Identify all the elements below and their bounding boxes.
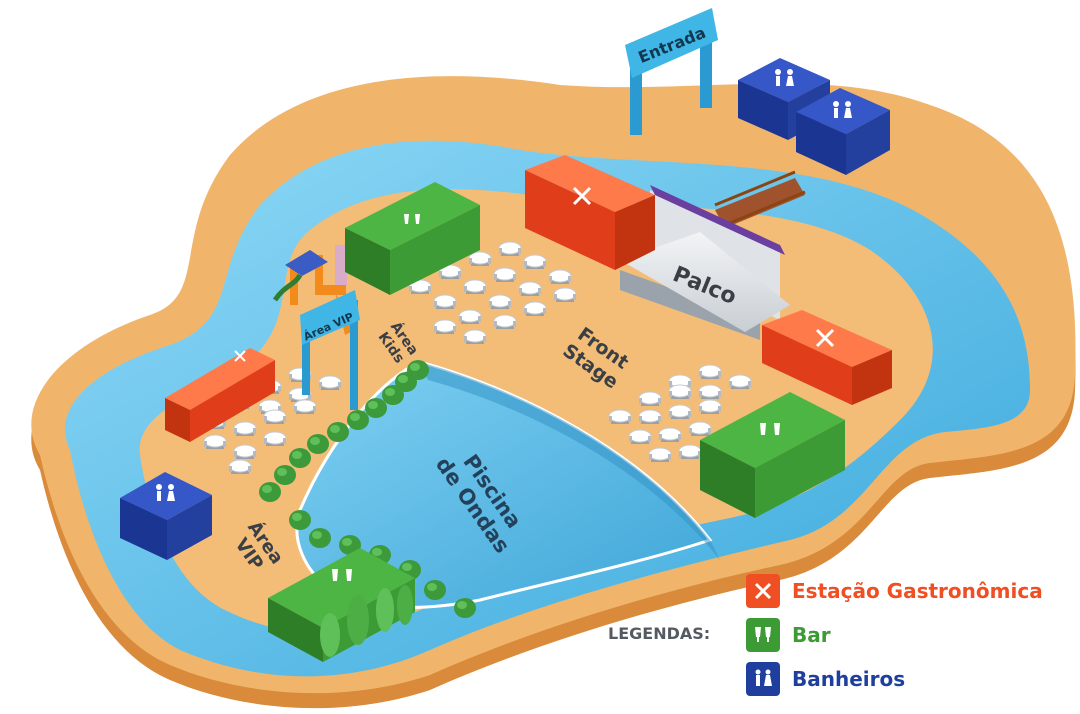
legend-item-bar: Bar — [746, 618, 831, 652]
restroom-top-2 — [796, 88, 890, 175]
fork-knife-icon — [234, 350, 246, 362]
toast-glasses-icon — [746, 618, 780, 652]
toast-glasses-icon — [332, 569, 352, 581]
fork-knife-icon — [746, 574, 780, 608]
bar-right — [700, 392, 845, 518]
stage: Palco — [620, 185, 790, 340]
legend-label-food: Estação Gastronômica — [792, 579, 1043, 603]
toast-glasses-icon — [760, 423, 780, 435]
legend-label-restroom: Banheiros — [792, 667, 906, 691]
restroom-icon — [746, 662, 780, 696]
restroom-icon — [156, 484, 175, 501]
bar-top — [345, 182, 480, 295]
fork-knife-icon — [815, 328, 835, 348]
legend-label-bar: Bar — [792, 623, 831, 647]
toast-glasses-icon — [404, 214, 420, 224]
fork-knife-icon — [572, 186, 592, 206]
legend-item-food: Estação Gastronômica — [746, 574, 1043, 608]
legend-item-restroom: Banheiros — [746, 662, 905, 696]
food-station-right — [762, 310, 892, 405]
bridge — [714, 170, 806, 228]
food-station-top — [525, 155, 655, 270]
trees-bottom — [320, 585, 413, 657]
restroom-left — [120, 472, 212, 560]
restroom-icon — [775, 69, 794, 86]
legend: LEGENDAS: Estação Gastronômica Bar Banhe… — [600, 572, 1070, 702]
restroom-icon — [833, 101, 852, 118]
food-station-left — [165, 348, 275, 442]
legend-title: LEGENDAS: — [608, 624, 711, 643]
